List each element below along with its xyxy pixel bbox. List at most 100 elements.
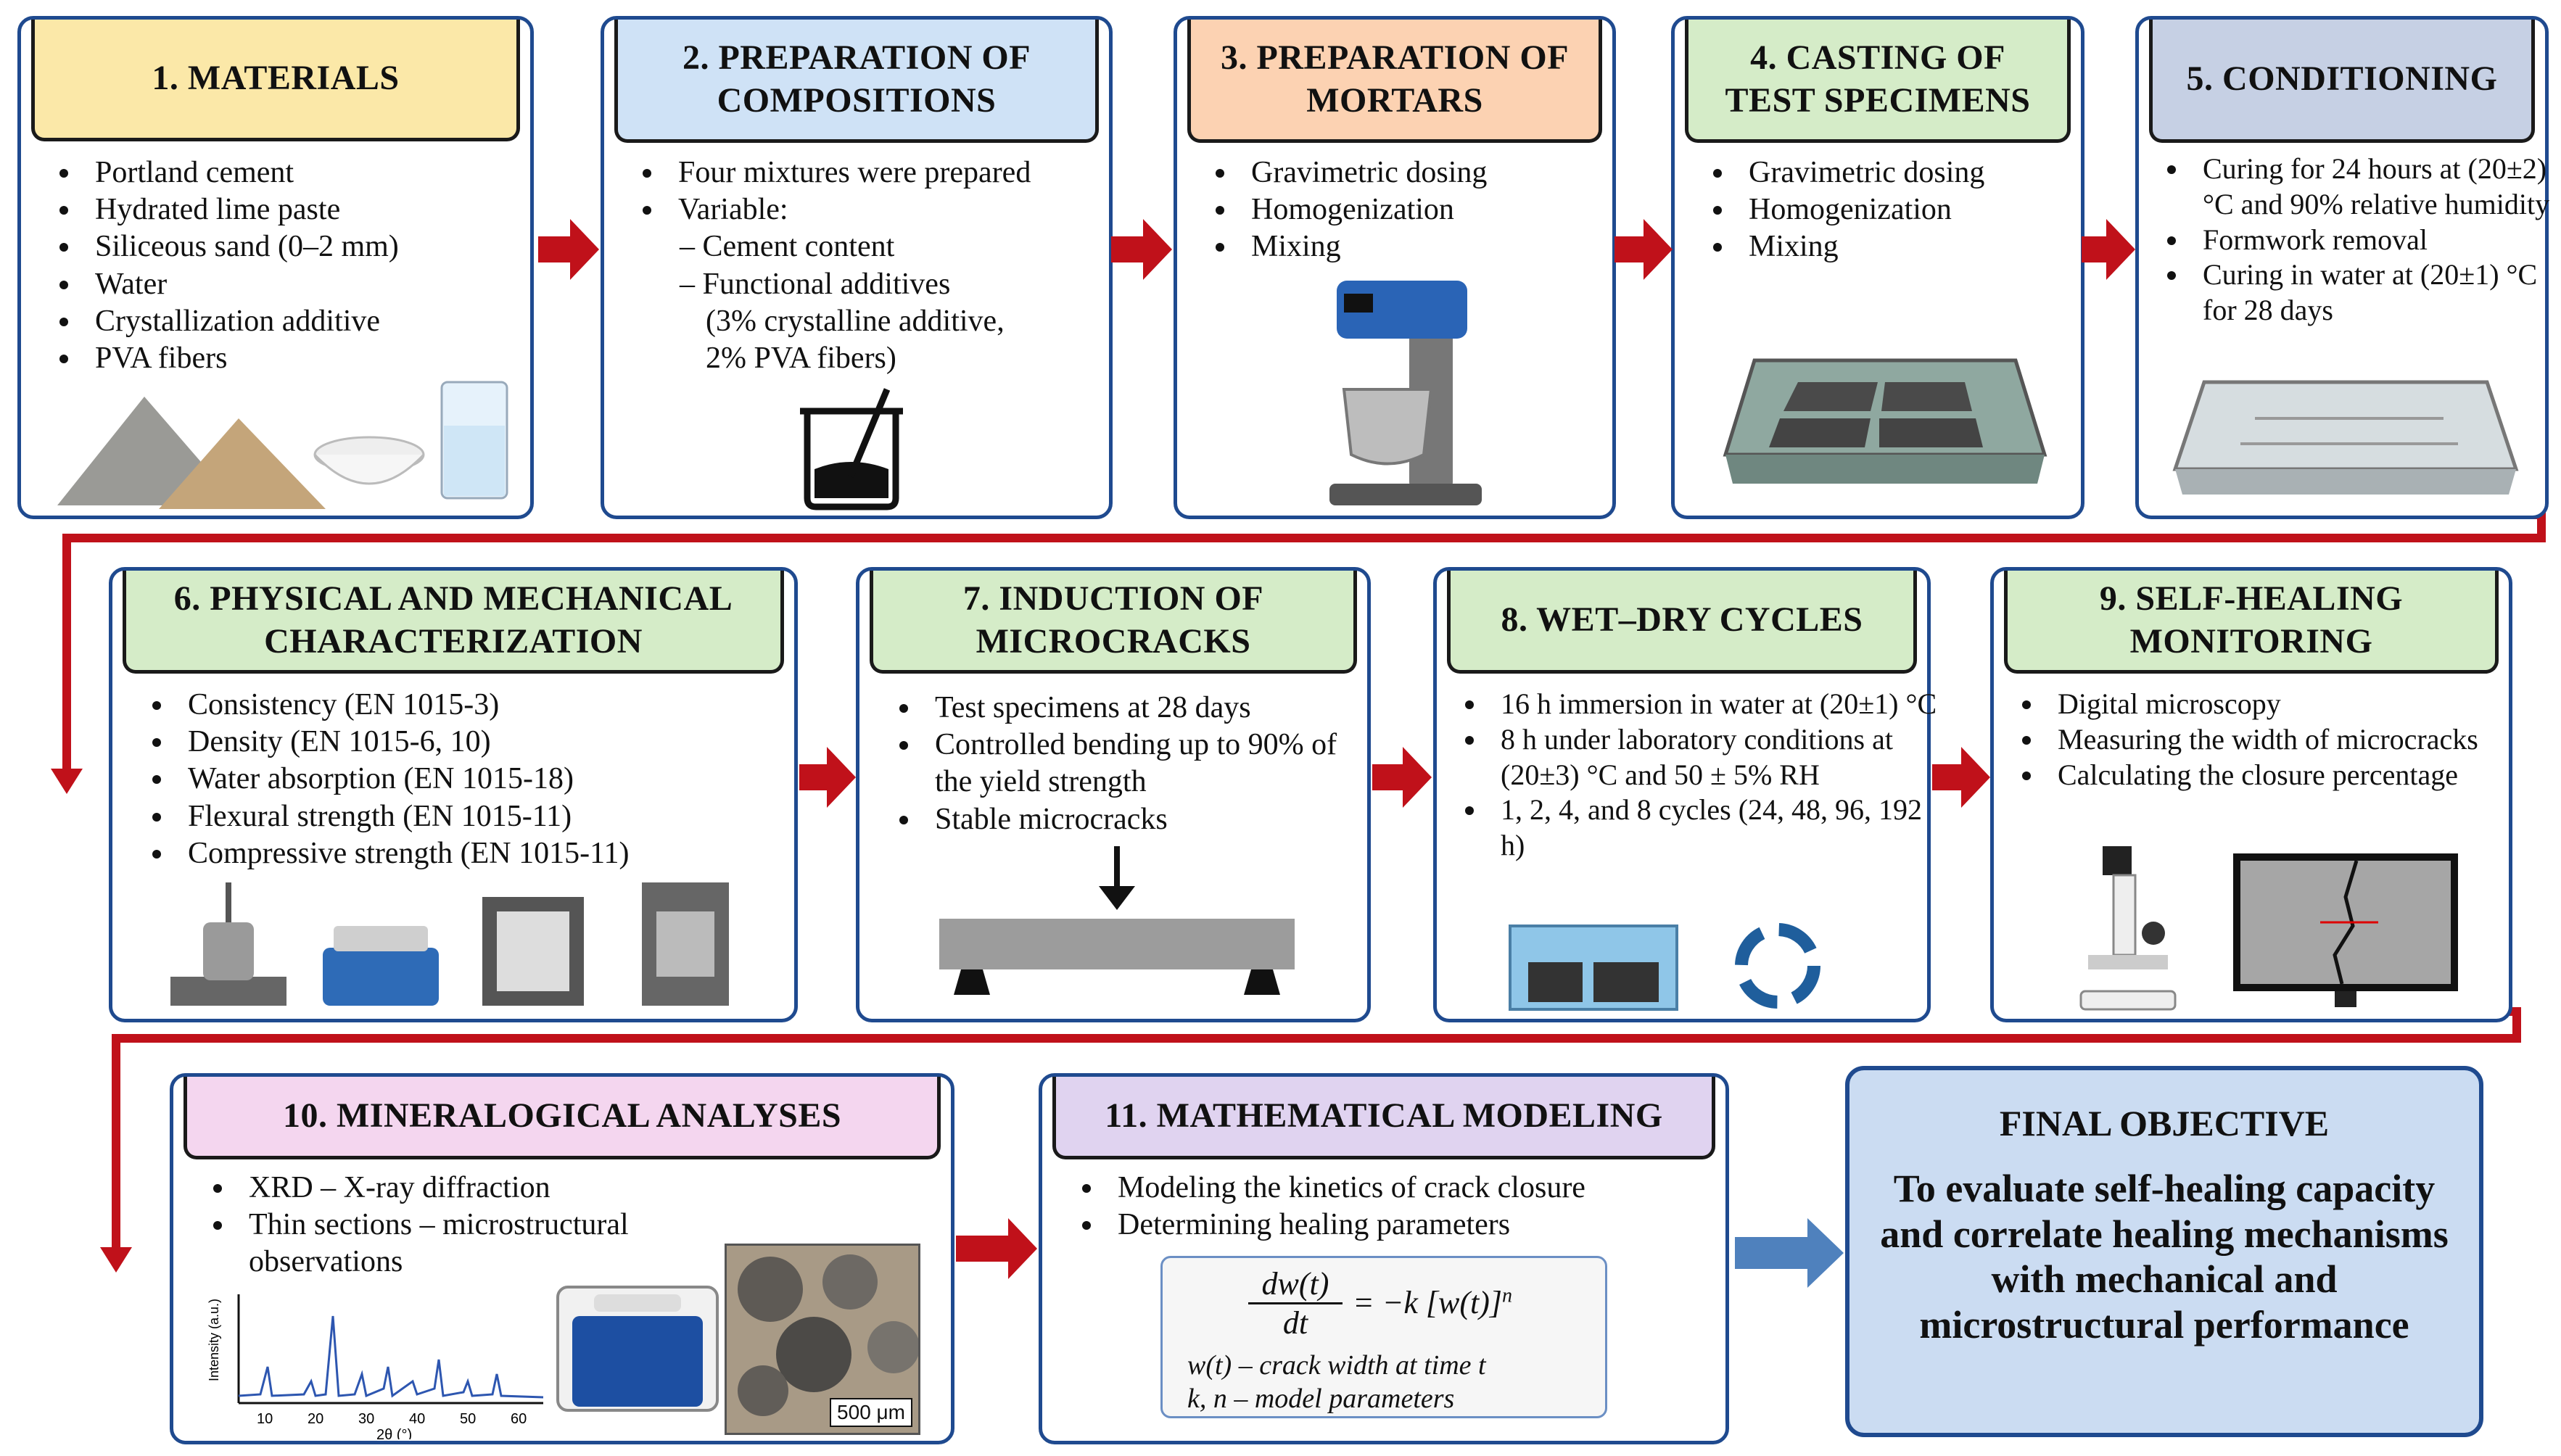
water-tray-icon bbox=[2172, 380, 2519, 495]
step-items: Gravimetric dosing Homogenization Mixing bbox=[1707, 154, 1984, 266]
list-item: Variable: – Cement content – Functional … bbox=[665, 191, 1031, 377]
list-item: Hydrated lime paste bbox=[82, 191, 399, 228]
xrd-pattern-chart: Intensity (a.u.) 10 20 30 40 50 60 2θ (°… bbox=[207, 1294, 544, 1439]
list-item: Thin sections – microstructural observat… bbox=[236, 1207, 685, 1281]
step-title: 10. MINERALOGICAL ANALYSES bbox=[183, 1077, 941, 1159]
list-item: Curing in water at (20±1) °C for 28 days bbox=[2190, 257, 2552, 328]
list-item: Water absorption (EN 1015-18) bbox=[175, 761, 630, 798]
final-objective: FINAL OBJECTIVE To evaluate self-healing… bbox=[1845, 1066, 2483, 1437]
sub-item: (3% crystalline additive, bbox=[706, 304, 1005, 338]
list-item: Measuring the width of microcracks bbox=[2045, 722, 2538, 758]
equation-numerator: dw(t) bbox=[1248, 1265, 1343, 1304]
list-item: Formwork removal bbox=[2190, 223, 2552, 258]
list-item: Compressive strength (EN 1015-11) bbox=[175, 835, 630, 872]
step-title: 7. INDUCTION OF MICROCRACKS bbox=[870, 571, 1357, 674]
list-item: Homogenization bbox=[1238, 191, 1487, 228]
list-item: Controlled bending up to 90% of the yiel… bbox=[922, 727, 1372, 801]
list-item: Gravimetric dosing bbox=[1238, 154, 1487, 191]
list-item: XRD – X-ray diffraction bbox=[236, 1170, 685, 1207]
step-casting: 4. CASTING OF TEST SPECIMENS Gravimetric… bbox=[1671, 16, 2084, 519]
list-item: Mixing bbox=[1238, 228, 1487, 265]
list-item: Modeling the kinetics of crack closure bbox=[1105, 1170, 1728, 1207]
arrow-right-icon bbox=[1614, 219, 1673, 280]
step-title: 11. MATHEMATICAL MODELING bbox=[1052, 1077, 1715, 1159]
microscope-icon bbox=[2079, 846, 2177, 1011]
step-monitoring: 9. SELF-HEALING MONITORING Digital micro… bbox=[1990, 567, 2512, 1022]
lab-equipment-illustration bbox=[170, 882, 729, 1006]
step-characterization: 6. PHYSICAL AND MECHANICAL CHARACTERIZAT… bbox=[109, 567, 798, 1022]
xrd-ylabel: Intensity (a.u.) bbox=[207, 1299, 221, 1381]
mixer-icon bbox=[1329, 281, 1482, 505]
step-title: 6. PHYSICAL AND MECHANICAL CHARACTERIZAT… bbox=[123, 571, 784, 674]
cycle-arrows-icon bbox=[1735, 923, 1820, 1009]
monitor-crack-image bbox=[2233, 853, 2458, 1007]
list-item: Siliceous sand (0–2 mm) bbox=[82, 228, 399, 265]
equation-fraction: dw(t) dt bbox=[1248, 1265, 1343, 1341]
step-wet-dry: 8. WET–DRY CYCLES 16 h immersion in wate… bbox=[1433, 567, 1937, 1022]
list-item: 8 h under laboratory conditions at (20±3… bbox=[1488, 722, 1937, 793]
list-item: Curing for 24 hours at (20±2) °C and 90%… bbox=[2190, 152, 2552, 223]
equation-definition: k, n – model parameters bbox=[1187, 1383, 1455, 1414]
step-items: Curing for 24 hours at (20±2) °C and 90%… bbox=[2161, 152, 2552, 328]
diffractometer-icon bbox=[556, 1286, 719, 1412]
list-item: Gravimetric dosing bbox=[1736, 154, 1984, 191]
arrow-right-icon bbox=[956, 1218, 1037, 1279]
step-items: Gravimetric dosing Homogenization Mixing bbox=[1209, 154, 1487, 266]
thin-section-image: 500 μm bbox=[725, 1244, 920, 1435]
sub-item: 2% PVA fibers) bbox=[706, 342, 896, 376]
xrd-tick: 30 bbox=[358, 1411, 374, 1427]
step-items: XRD – X-ray diffraction Thin sections – … bbox=[207, 1170, 685, 1281]
step-materials: 1. MATERIALS Portland cement Hydrated li… bbox=[17, 16, 534, 519]
step-items: Four mixtures were prepared Variable: – … bbox=[636, 154, 1031, 377]
equation-rhs: = −k [w(t)]n bbox=[1353, 1284, 1513, 1320]
list-item: Calculating the closure percentage bbox=[2045, 758, 2538, 793]
step-compositions: 2. PREPARATION OF COMPOSITIONS Four mixt… bbox=[601, 16, 1113, 519]
immersion-tank-icon bbox=[1509, 925, 1678, 1011]
step-items: 16 h immersion in water at (20±1) °C 8 h… bbox=[1459, 687, 1937, 864]
list-item: Test specimens at 28 days bbox=[922, 690, 1372, 727]
step-conditioning: 5. CONDITIONING Curing for 24 hours at (… bbox=[2135, 16, 2549, 519]
step-title: 1. MATERIALS bbox=[31, 20, 520, 141]
healing-equation: dw(t) dt = −k [w(t)]n w(t) – crack width… bbox=[1160, 1256, 1607, 1418]
list-item: PVA fibers bbox=[82, 340, 399, 377]
xrd-tick: 50 bbox=[460, 1411, 476, 1427]
equation-denominator: dt bbox=[1282, 1305, 1308, 1341]
step-items: Test specimens at 28 days Controlled ben… bbox=[893, 690, 1372, 838]
list-item: Four mixtures were prepared bbox=[665, 154, 1031, 191]
step-title: 4. CASTING OF TEST SPECIMENS bbox=[1685, 20, 2071, 143]
xrd-tick: 40 bbox=[409, 1411, 425, 1427]
arrow-right-icon bbox=[2082, 219, 2135, 280]
step-mineralogical: 10. MINERALOGICAL ANALYSES XRD – X-ray d… bbox=[170, 1073, 954, 1444]
arrow-right-icon bbox=[1932, 747, 1990, 808]
step-items: Portland cement Hydrated lime paste Sili… bbox=[53, 154, 399, 377]
final-text: To evaluate self-healing capacity and co… bbox=[1880, 1167, 2449, 1347]
step-title: 3. PREPARATION OF MORTARS bbox=[1187, 20, 1602, 143]
step-items: Consistency (EN 1015-3) Density (EN 1015… bbox=[146, 687, 630, 872]
list-item: Crystallization additive bbox=[82, 303, 399, 340]
list-item: Consistency (EN 1015-3) bbox=[175, 687, 630, 724]
step-microcracks: 7. INDUCTION OF MICROCRACKS Test specime… bbox=[856, 567, 1371, 1022]
xrd-tick: 10 bbox=[257, 1411, 273, 1427]
equation-definition: w(t) – crack width at time t bbox=[1187, 1350, 1486, 1381]
xrd-tick: 20 bbox=[308, 1411, 323, 1427]
step-items: Modeling the kinetics of crack closure D… bbox=[1076, 1170, 1728, 1244]
xrd-xlabel: 2θ (°) bbox=[376, 1427, 412, 1439]
materials-illustration bbox=[57, 381, 508, 509]
xrd-tick: 60 bbox=[511, 1411, 527, 1427]
list-item: Flexural strength (EN 1015-11) bbox=[175, 798, 630, 835]
scale-label: 500 μm bbox=[830, 1398, 912, 1427]
list-item-label: Variable: bbox=[678, 193, 788, 227]
arrow-right-icon bbox=[1372, 747, 1432, 808]
step-title: 9. SELF-HEALING MONITORING bbox=[2004, 571, 2499, 674]
mold-tray-icon bbox=[1723, 358, 2047, 484]
step-title: 2. PREPARATION OF COMPOSITIONS bbox=[614, 20, 1099, 143]
sub-item: – Cement content bbox=[680, 230, 895, 264]
step-items: Digital microscopy Measuring the width o… bbox=[2016, 687, 2538, 793]
step-title: 8. WET–DRY CYCLES bbox=[1447, 571, 1917, 674]
sub-item: – Functional additives bbox=[680, 267, 951, 301]
arrow-right-icon bbox=[1111, 219, 1172, 280]
arrow-right-icon bbox=[799, 747, 856, 808]
list-item: 1, 2, 4, and 8 cycles (24, 48, 96, 192 h… bbox=[1488, 793, 1937, 864]
list-item: 16 h immersion in water at (20±1) °C bbox=[1488, 687, 1937, 722]
list-item: Determining healing parameters bbox=[1105, 1207, 1728, 1244]
